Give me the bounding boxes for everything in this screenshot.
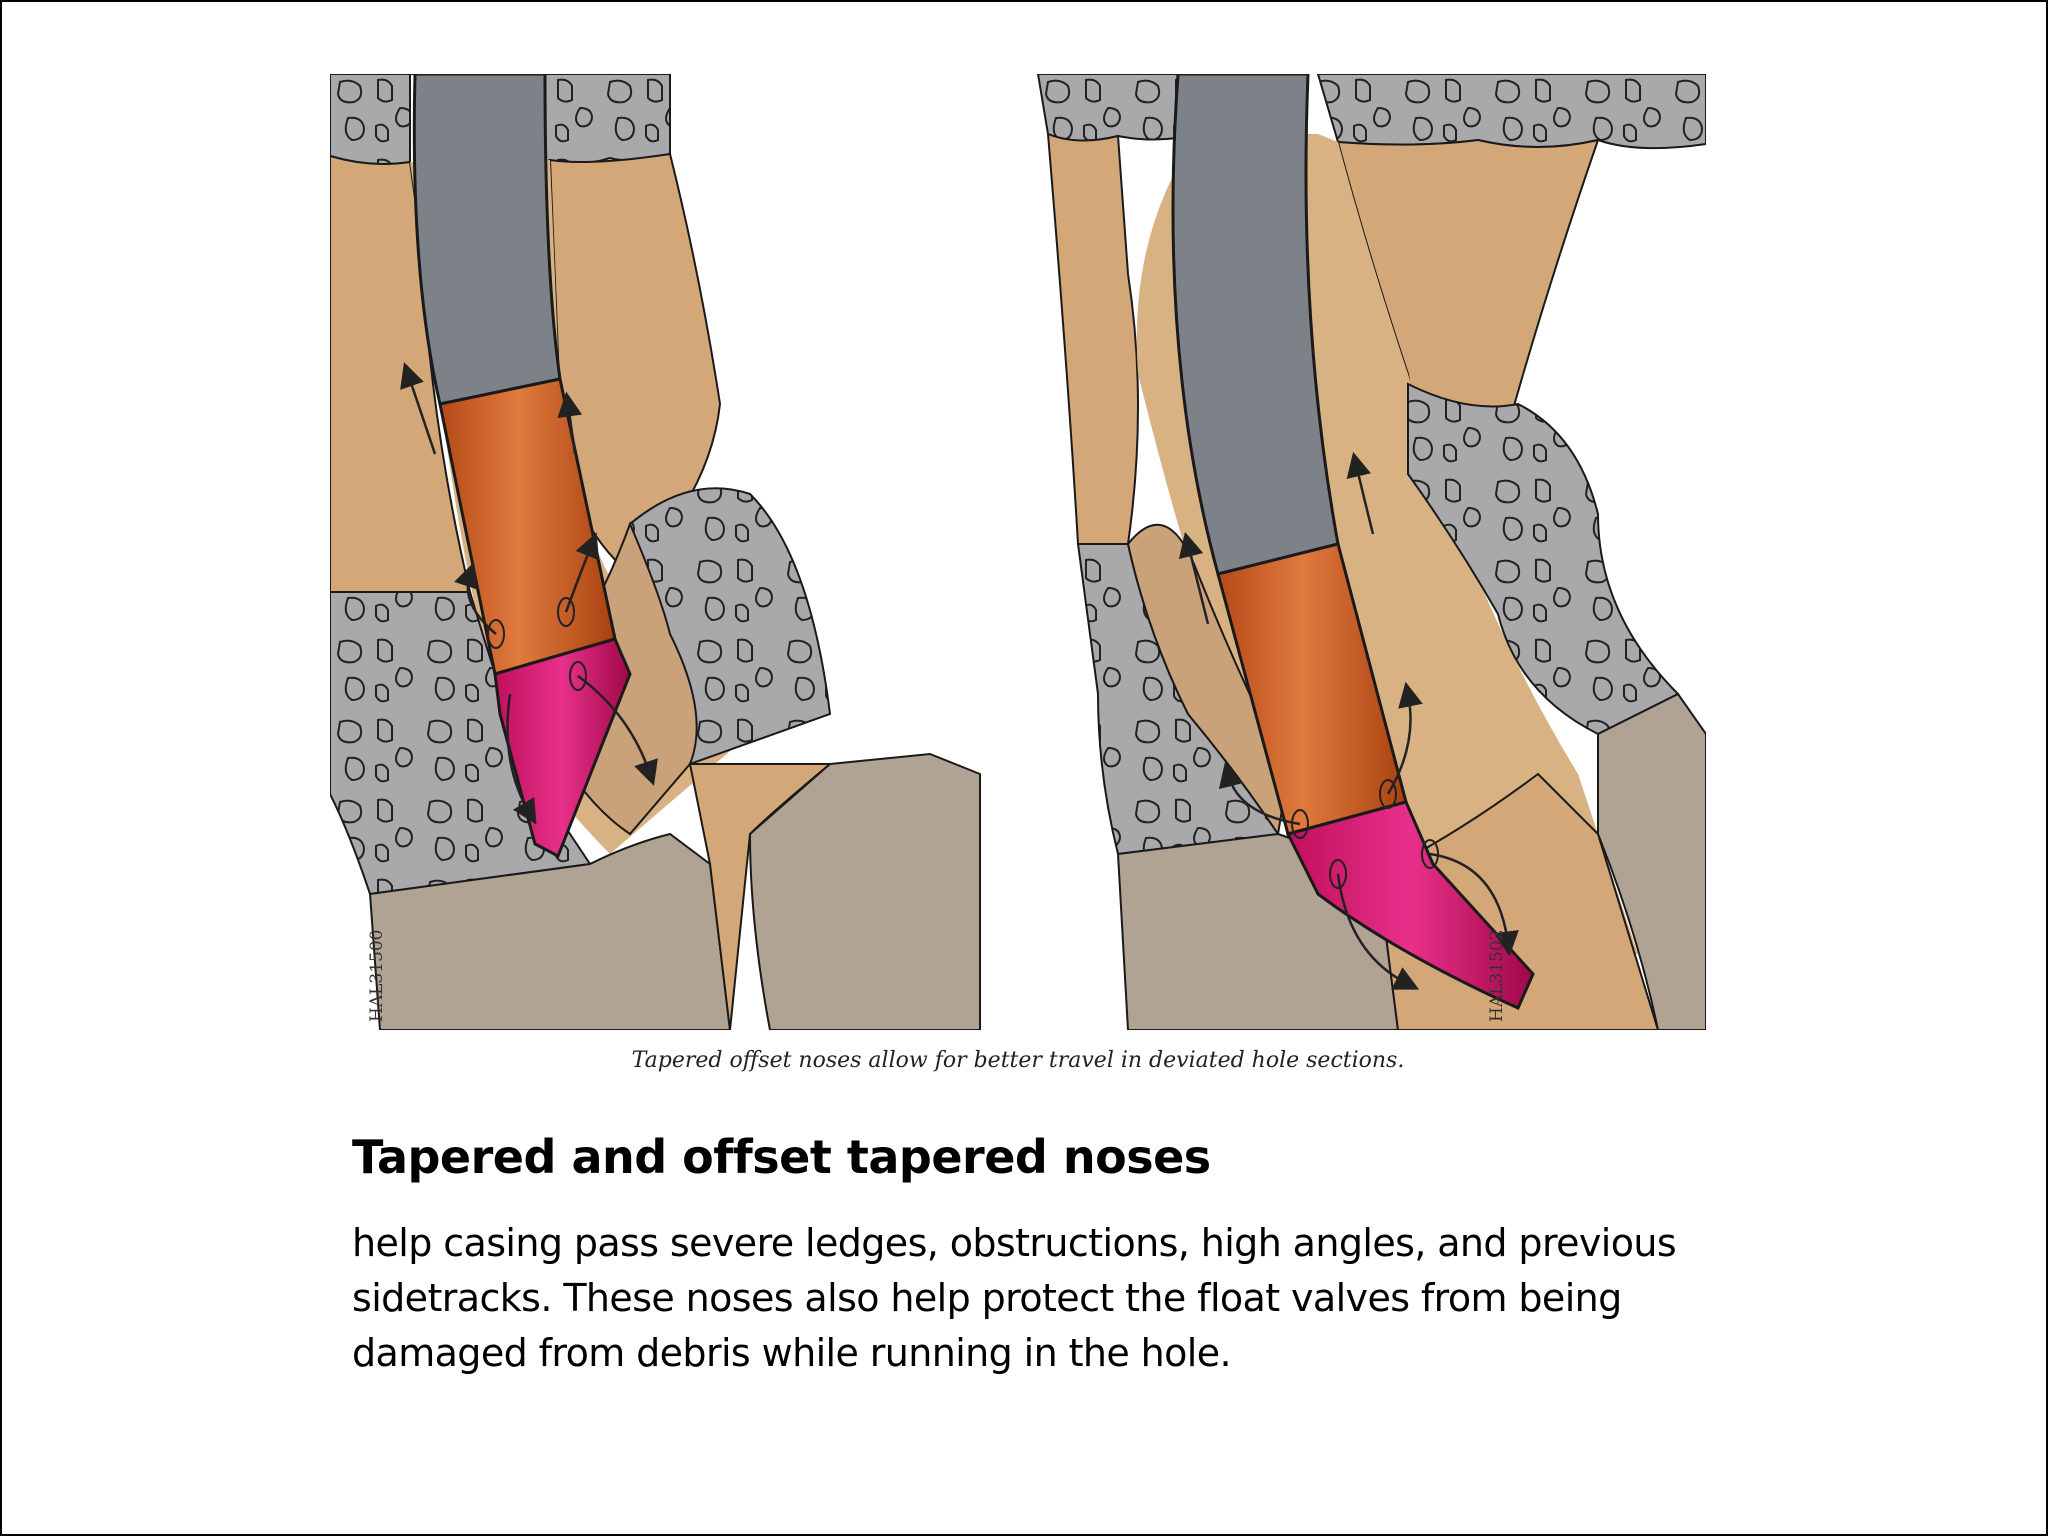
left-panel: HAL31500 [330, 74, 981, 1030]
body-line-3: damaged from debris while running in the… [352, 1331, 1232, 1375]
left-panel-id: HAL31500 [367, 930, 387, 1022]
illustration-svg: HAL31500 [330, 74, 1706, 1030]
right-panel-id: HAL31502 [1487, 930, 1507, 1022]
figure-caption: Tapered offset noses allow for better tr… [631, 1048, 1405, 1073]
slide-body: help casing pass severe ledges, obstruct… [352, 1216, 1682, 1381]
right-panel: HAL31502 [1036, 74, 1706, 1030]
body-line-2: sidetracks. These noses also help protec… [352, 1276, 1622, 1320]
slide-heading: Tapered and offset tapered noses [352, 1130, 1211, 1184]
body-line-1: help casing pass severe ledges, obstruct… [352, 1221, 1677, 1265]
tapered-nose-illustration: HAL31500 [330, 74, 1706, 1030]
